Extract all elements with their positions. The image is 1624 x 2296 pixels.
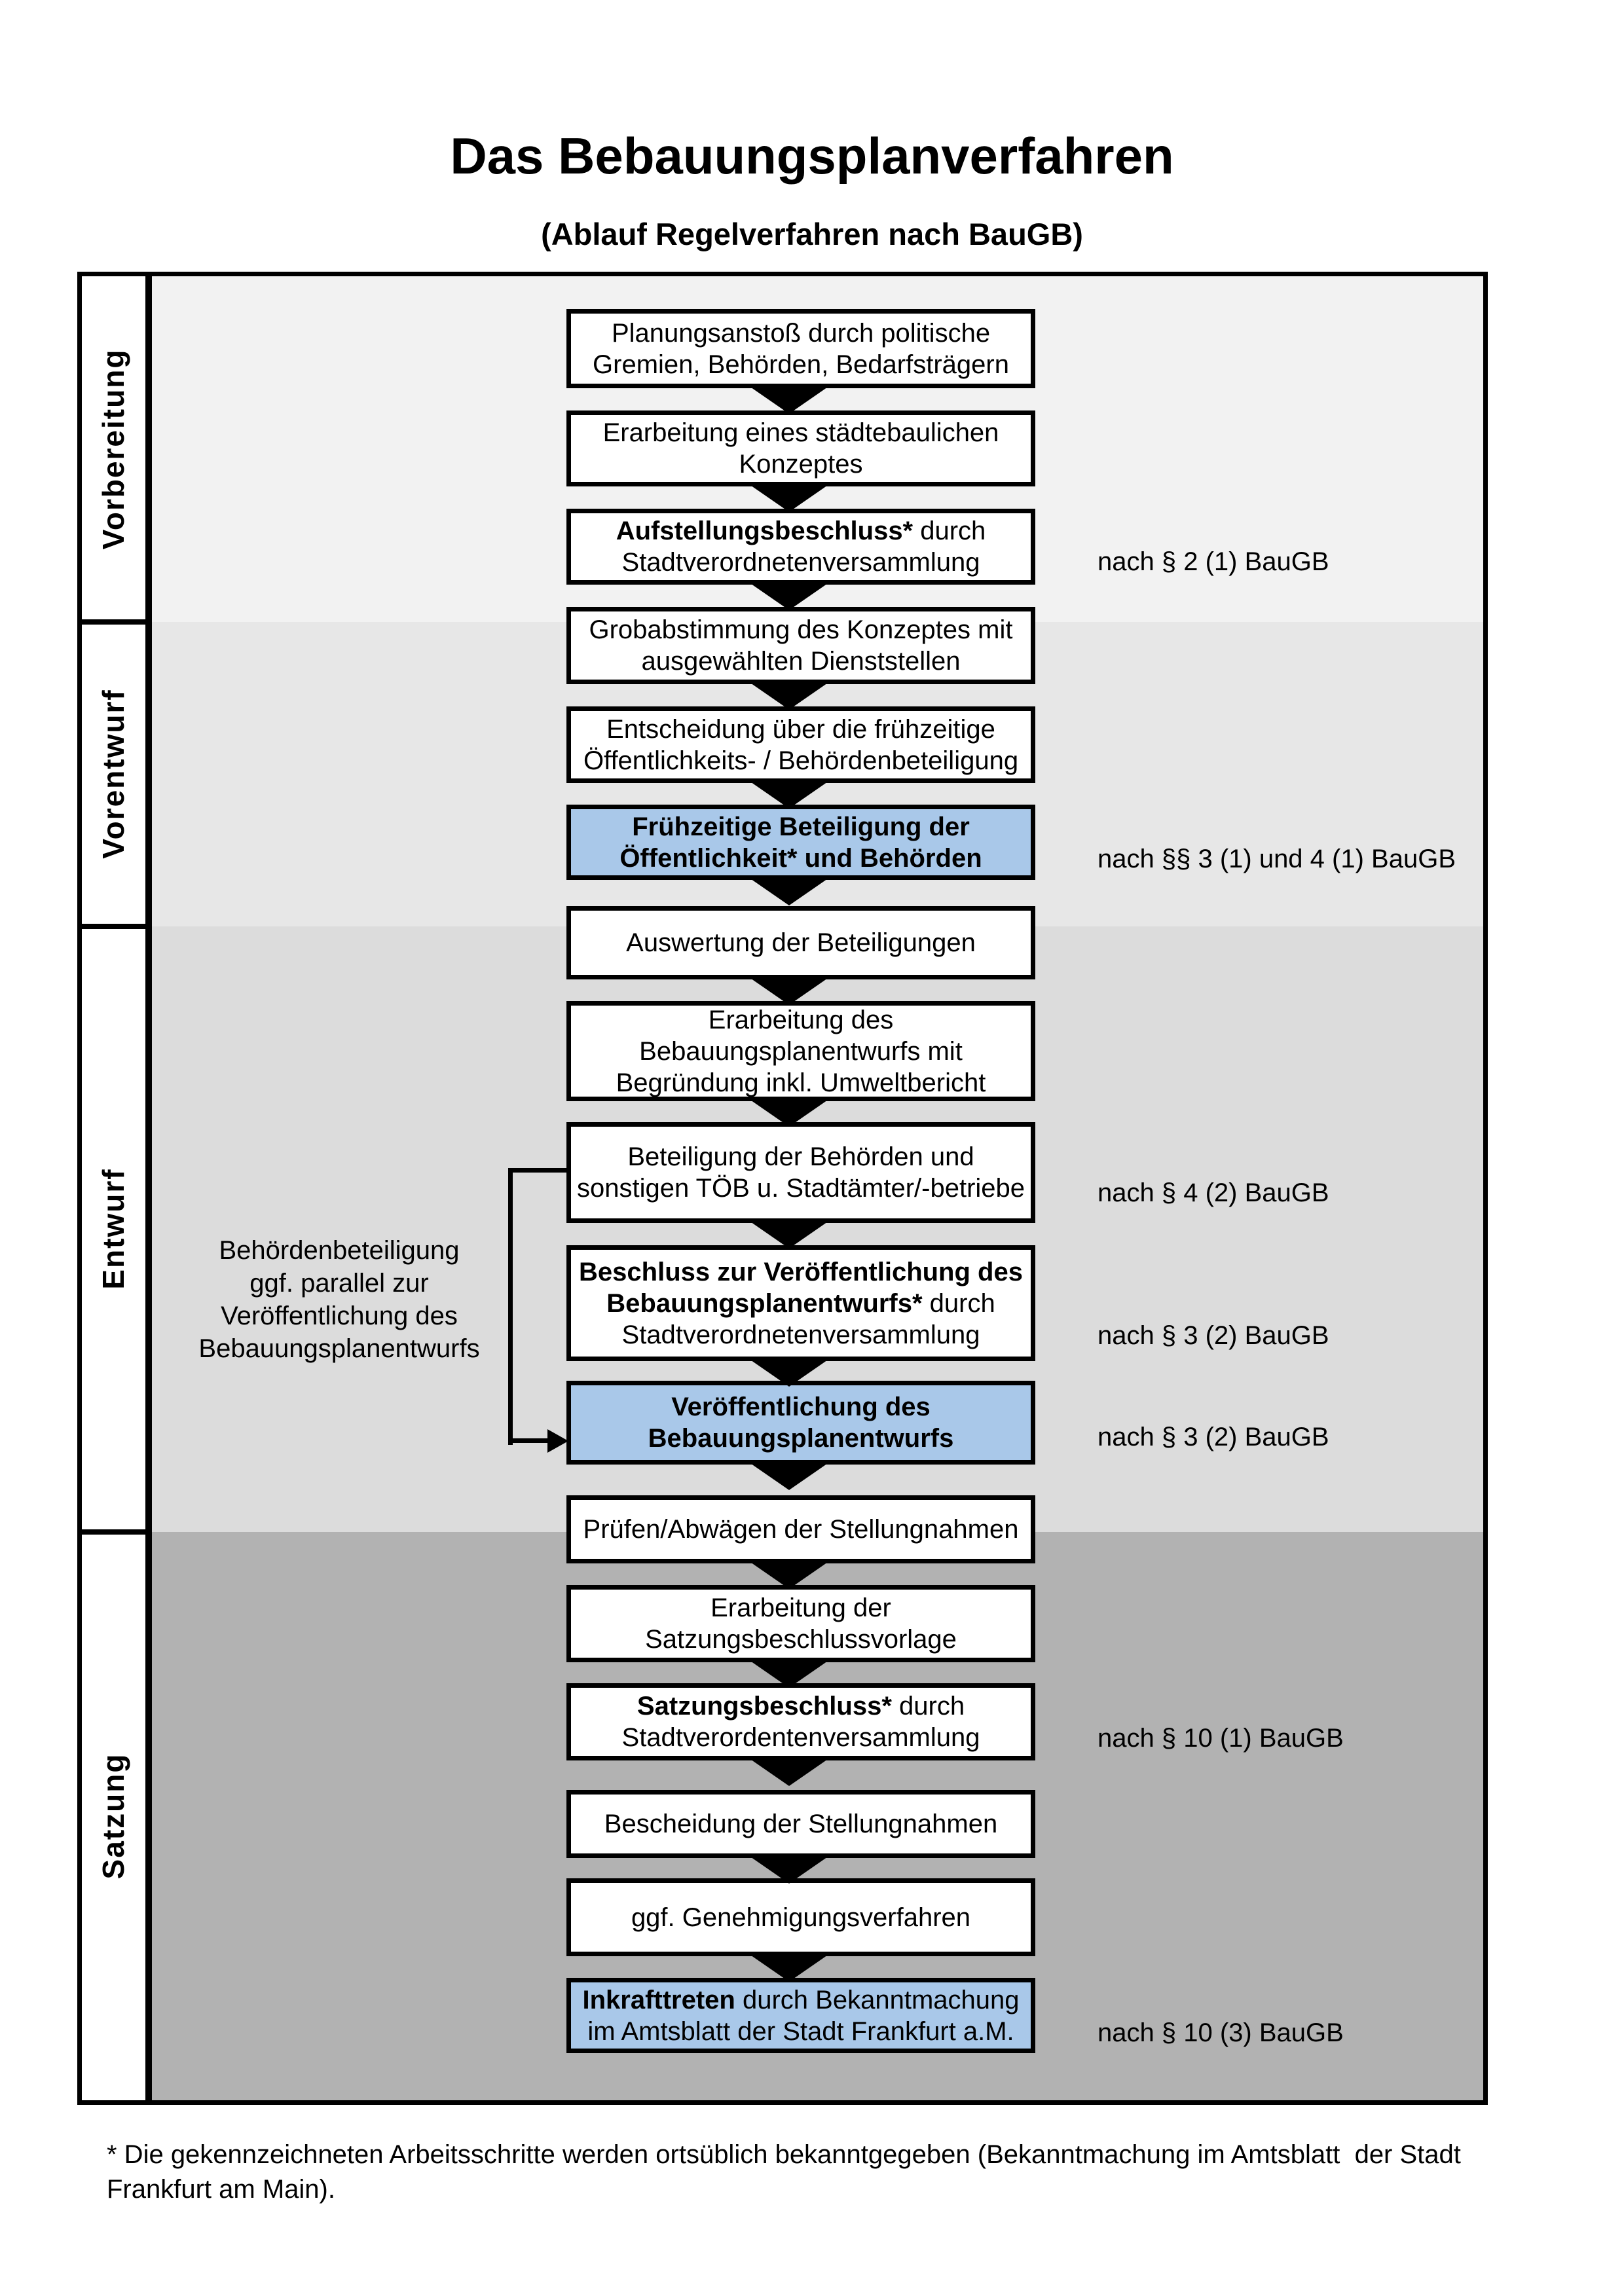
down-arrow-icon (747, 779, 832, 809)
bracket-line (508, 1168, 567, 1173)
right-arrow-icon (547, 1429, 568, 1453)
down-arrow-icon (747, 1854, 832, 1884)
legal-ref: nach §§ 3 (1) und 4 (1) BauGB (1098, 845, 1456, 873)
down-arrow-icon (747, 1461, 832, 1490)
phase-label-satzung: Satzung (96, 1753, 130, 1880)
down-arrow-icon (747, 1658, 832, 1688)
down-arrow-icon (747, 975, 832, 1005)
down-arrow-icon (747, 876, 832, 905)
legal-ref: nach § 2 (1) BauGB (1098, 547, 1329, 576)
down-arrow-icon (747, 680, 832, 710)
down-arrow-icon (747, 1559, 832, 1589)
phase-label-entwurf: Entwurf (96, 1168, 130, 1290)
down-arrow-icon (747, 1097, 832, 1127)
down-arrow-icon (747, 1757, 832, 1786)
down-arrow-icon (747, 1219, 832, 1248)
page-title: Das Bebauungsplanverfahren (450, 127, 1174, 185)
down-arrow-icon (747, 483, 832, 512)
phase-label-column (82, 276, 152, 2100)
phase-label-vorbereitung: Vorbereitung (96, 348, 130, 550)
down-arrow-icon (747, 1357, 832, 1387)
legal-ref: nach § 4 (2) BauGB (1098, 1178, 1329, 1207)
bracket-line (508, 1168, 513, 1445)
legal-ref: nach § 3 (2) BauGB (1098, 1321, 1329, 1350)
diagram-frame (77, 272, 1488, 2105)
flow-box-bescheidung: Bescheidung der Stellungnahmen (566, 1790, 1035, 1858)
legal-ref: nach § 10 (3) BauGB (1098, 2018, 1344, 2047)
down-arrow-icon (747, 384, 832, 414)
legal-ref: nach § 3 (2) BauGB (1098, 1423, 1329, 1451)
down-arrow-icon (747, 581, 832, 610)
bracket-line (508, 1438, 549, 1443)
side-note-behoerdenbeteiligung: Behördenbeteiligung ggf. parallel zur Ve… (198, 1236, 480, 1363)
legal-ref: nach § 10 (1) BauGB (1098, 1724, 1344, 1753)
phase-label-vorentwurf: Vorentwurf (96, 689, 130, 859)
phase-divider (82, 619, 145, 625)
down-arrow-icon (747, 1952, 832, 1982)
flow-box-auswertung: Auswertung der Beteiligungen (566, 906, 1035, 979)
phase-divider (82, 1529, 145, 1535)
flow-box-pruefen-abwaegen: Prüfen/Abwägen der Stellungnahmen (566, 1495, 1035, 1563)
page-subtitle: (Ablauf Regelverfahren nach BauGB) (541, 217, 1083, 251)
phase-divider (82, 924, 145, 929)
flow-box-genehmigungsverfahren: ggf. Genehmigungsverfahren (566, 1878, 1035, 1956)
footnote: * Die gekennzeichneten Arbeitsschritte w… (107, 2140, 1461, 2204)
